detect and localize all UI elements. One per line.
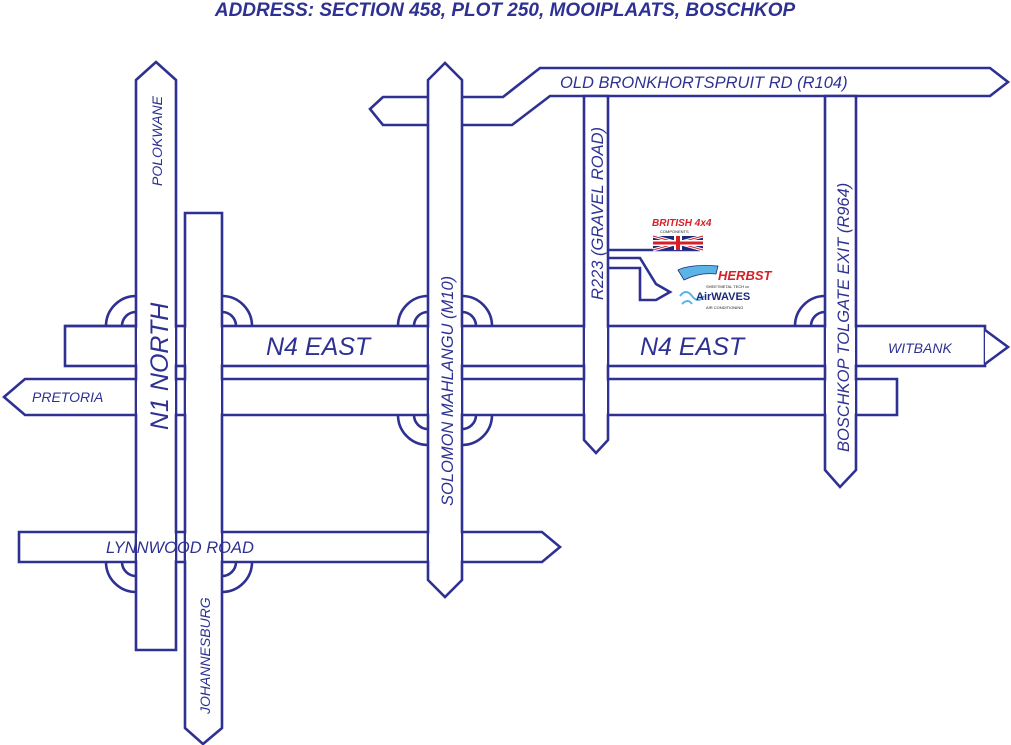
interchange-loops (104, 294, 826, 594)
airwaves-subtext: AIR CONDITIONING (706, 305, 743, 310)
airwaves-logo: AirWAVES AIR CONDITIONING (679, 291, 750, 310)
n4-east-left-label: N4 EAST (266, 333, 372, 361)
british-4x4-text: BRITISH 4x4 (652, 218, 712, 229)
r223-label: R223 (GRAVEL ROAD) (589, 127, 607, 300)
airwaves-wave-icon (679, 291, 705, 305)
lynnwood-road (17, 530, 563, 564)
lynnwood-label: LYNNWOOD ROAD (106, 539, 254, 557)
witbank-label: WITBANK (888, 340, 952, 356)
herbst-subtext: SHEETMETAL TECH cc (706, 284, 749, 289)
boschkop-exit-label: BOSCHKOP TOLGATE EXIT (R964) (835, 183, 853, 452)
address-title: ADDRESS: SECTION 458, PLOT 250, MOOIPLAA… (214, 0, 796, 21)
british-4x4-logo: BRITISH 4x4 COMPONENTS (652, 218, 712, 252)
pretoria-label: PRETORIA (32, 389, 103, 405)
herbst-logo: HERBST SHEETMETAL TECH cc (677, 265, 773, 289)
airwaves-text: AirWAVES (696, 291, 750, 303)
n1-north-label: N1 NORTH (146, 302, 174, 430)
access-arrow (608, 256, 673, 302)
old-bronkhortspruit-label: OLD BRONKHORTSPRUIT RD (R104) (560, 74, 848, 92)
herbst-swoosh-icon (677, 265, 719, 281)
johannesburg-label: JOHANNESBURG (197, 597, 213, 715)
union-jack-flag-icon (652, 234, 704, 252)
witbank-arrow (984, 328, 1011, 366)
n4-east-right-label: N4 EAST (640, 333, 746, 361)
solomon-mahlangu-label: SOLOMON MAHLANGU (M10) (439, 276, 457, 506)
herbst-text: HERBST (718, 268, 773, 283)
british-4x4-subtext: COMPONENTS (660, 229, 689, 234)
polokwane-label: POLOKWANE (149, 95, 165, 186)
